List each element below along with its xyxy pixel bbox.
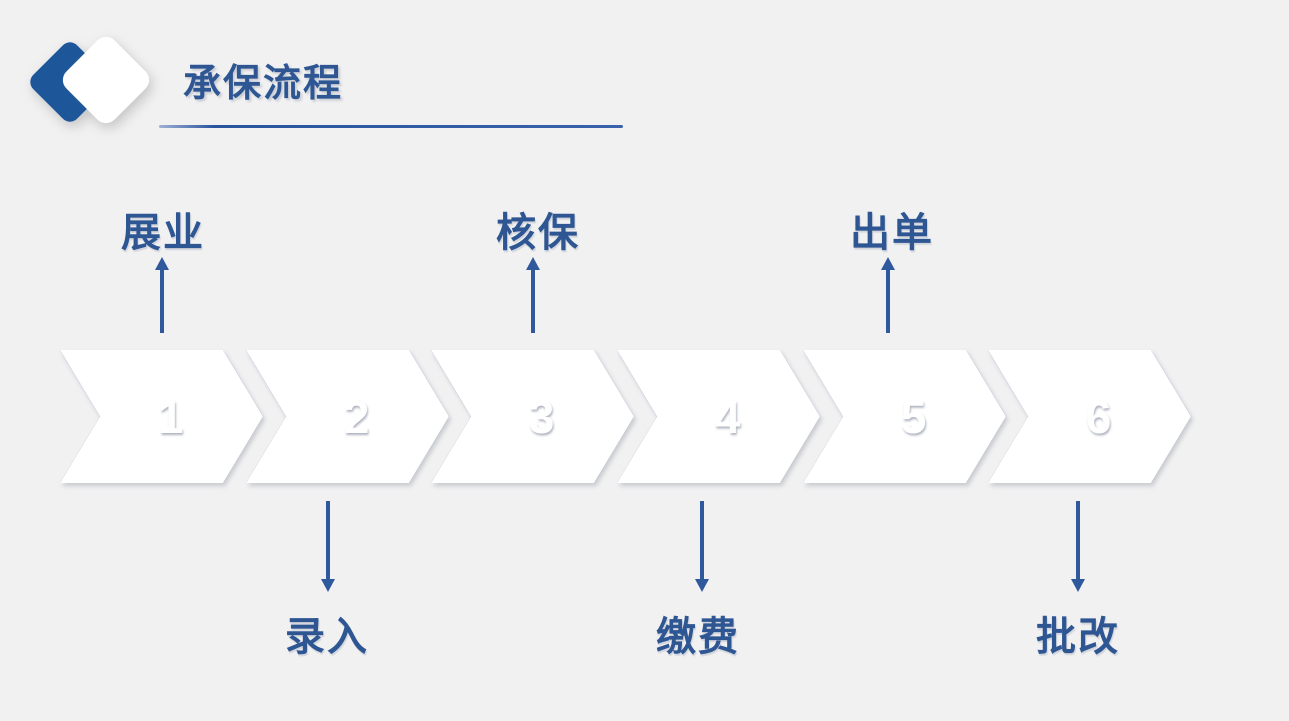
arrow-shaft [326,501,330,579]
arrow-head [321,579,335,592]
step-2-chevron: 2 [246,350,449,483]
arrow-shaft [1076,501,1080,579]
arrow-shaft [886,270,890,333]
arrow-shaft [160,270,164,333]
arrow-down-icon [321,501,335,592]
step-6-label: 批改 [1036,615,1120,659]
step-1-number: 1 [157,390,184,443]
arrow-shaft [700,501,704,579]
step-5-chevron: 5 [803,350,1006,483]
process-chevron-band: 1 2 3 4 5 6 [0,350,1289,483]
arrow-up-icon [526,257,540,333]
step-4-number: 4 [714,390,741,443]
step-2-label: 录入 [285,615,369,659]
step-6-number: 6 [1085,390,1112,443]
title-diamond-icon [0,0,180,150]
arrow-head [1071,579,1085,592]
step-3-chevron: 3 [431,350,634,483]
page-title: 承保流程 [183,63,344,105]
arrow-shaft [531,270,535,333]
arrow-down-icon [1071,501,1085,592]
arrow-head [881,257,895,270]
arrow-up-icon [155,257,169,333]
step-5-number: 5 [900,390,927,443]
arrow-head [526,257,540,270]
step-1-chevron: 1 [60,350,263,483]
step-1-label: 展业 [121,211,205,255]
step-2-number: 2 [343,390,370,443]
arrow-head [155,257,169,270]
arrow-down-icon [695,501,709,592]
step-3-number: 3 [528,390,555,443]
step-5-label: 出单 [850,211,934,255]
arrow-head [695,579,709,592]
arrow-up-icon [881,257,895,333]
step-6-chevron: 6 [988,350,1191,483]
title-underline [159,125,623,128]
step-4-label: 缴费 [656,615,740,659]
step-3-label: 核保 [496,211,580,255]
step-4-chevron: 4 [617,350,820,483]
